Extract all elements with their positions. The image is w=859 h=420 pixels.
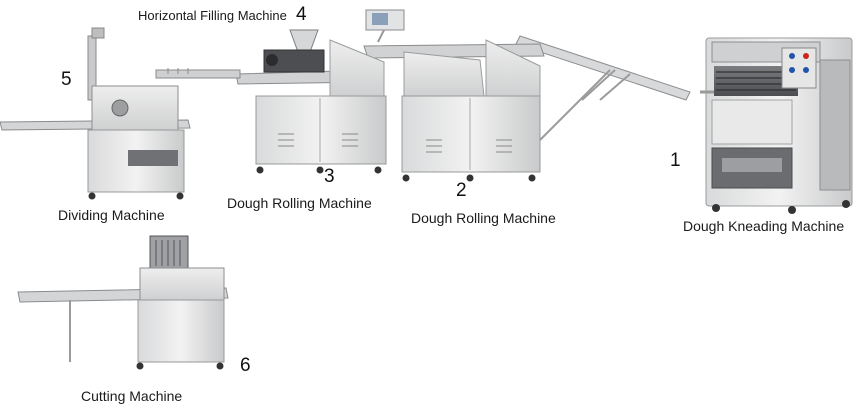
- cutting-machine-image: [17, 235, 229, 370]
- machine-number-5: 5: [61, 69, 72, 90]
- dough-rolling-machine-3-image: [235, 9, 405, 174]
- machine-label-3: Dough Rolling Machine: [227, 195, 372, 211]
- dough-rolling-machine-2-image: [363, 39, 545, 182]
- machine-number-2: 2: [456, 180, 467, 201]
- inclined-conveyor-image: [515, 35, 691, 141]
- machine-label-2: Dough Rolling Machine: [411, 210, 556, 226]
- machine-label-5: Dividing Machine: [58, 207, 165, 223]
- dividing-machine-image: [0, 27, 191, 200]
- machine-number-6: 6: [240, 355, 251, 376]
- machine-number-3: 3: [324, 166, 335, 187]
- horizontal-filling-machine-image: [155, 29, 325, 79]
- machine-number-4: 4: [296, 4, 307, 25]
- machine-label-1: Dough Kneading Machine: [683, 218, 845, 234]
- machine-label-4: Horizontal Filling Machine: [138, 8, 287, 23]
- machine-label-6: Cutting Machine: [81, 388, 183, 404]
- dough-kneading-machine-image: [700, 37, 853, 214]
- machine-number-1: 1: [670, 150, 681, 171]
